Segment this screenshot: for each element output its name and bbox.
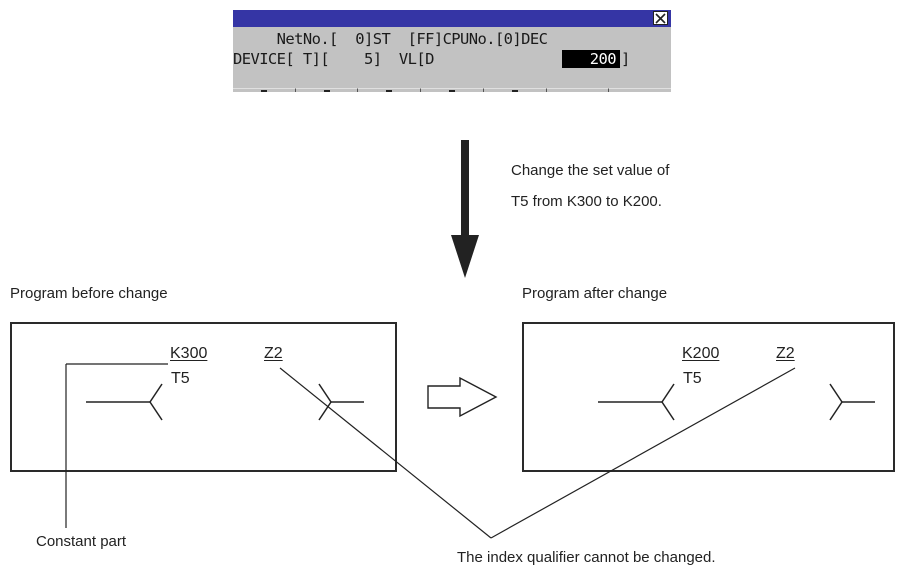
screen-key[interactable] xyxy=(482,88,546,92)
index-qualifier-leaders xyxy=(279,367,796,539)
before-qualifier: Z2 xyxy=(264,345,283,362)
close-icon[interactable] xyxy=(653,11,668,25)
right-arrow-icon xyxy=(427,376,498,418)
screen-key[interactable] xyxy=(294,88,358,92)
screen-key[interactable] xyxy=(608,88,671,92)
before-ladder-symbols xyxy=(86,383,364,421)
change-note-line-1: Change the set value of xyxy=(511,162,670,179)
index-qualifier-label: The index qualifier cannot be changed. xyxy=(457,549,716,566)
device-monitor-screen: NetNo.[ 0]ST [FF]CPUNo.[0]DEC DEVICE[ T]… xyxy=(233,10,671,92)
constant-part-label: Constant part xyxy=(36,533,127,550)
program-before-box xyxy=(10,322,397,472)
screen-titlebar xyxy=(233,10,671,27)
screen-key[interactable] xyxy=(233,88,295,92)
after-device: T5 xyxy=(683,370,702,387)
after-qualifier: Z2 xyxy=(776,345,795,362)
after-caption: Program after change xyxy=(522,285,668,302)
set-value-field[interactable]: 200 xyxy=(562,50,620,68)
program-after-box xyxy=(522,322,895,472)
screen-key[interactable] xyxy=(420,88,483,92)
screen-line-netno: NetNo.[ 0]ST [FF]CPUNo.[0]DEC xyxy=(233,30,548,48)
after-constant: K200 xyxy=(682,345,720,362)
before-device: T5 xyxy=(171,370,190,387)
before-caption: Program before change xyxy=(10,285,168,302)
screen-key-row xyxy=(233,88,671,92)
screen-line-device: DEVICE[ T][ 5] VL[D xyxy=(233,50,434,68)
change-note-line-2: T5 from K300 to K200. xyxy=(511,193,662,210)
screen-key[interactable] xyxy=(545,88,609,92)
screen-key[interactable] xyxy=(357,88,421,92)
screen-body: NetNo.[ 0]ST [FF]CPUNo.[0]DEC DEVICE[ T]… xyxy=(233,27,671,92)
after-ladder-symbols xyxy=(598,383,875,421)
before-constant: K300 xyxy=(170,345,208,362)
down-arrow-icon xyxy=(451,140,479,278)
constant-part-leader xyxy=(65,363,168,528)
screen-line-device-tail: ] xyxy=(621,50,630,68)
